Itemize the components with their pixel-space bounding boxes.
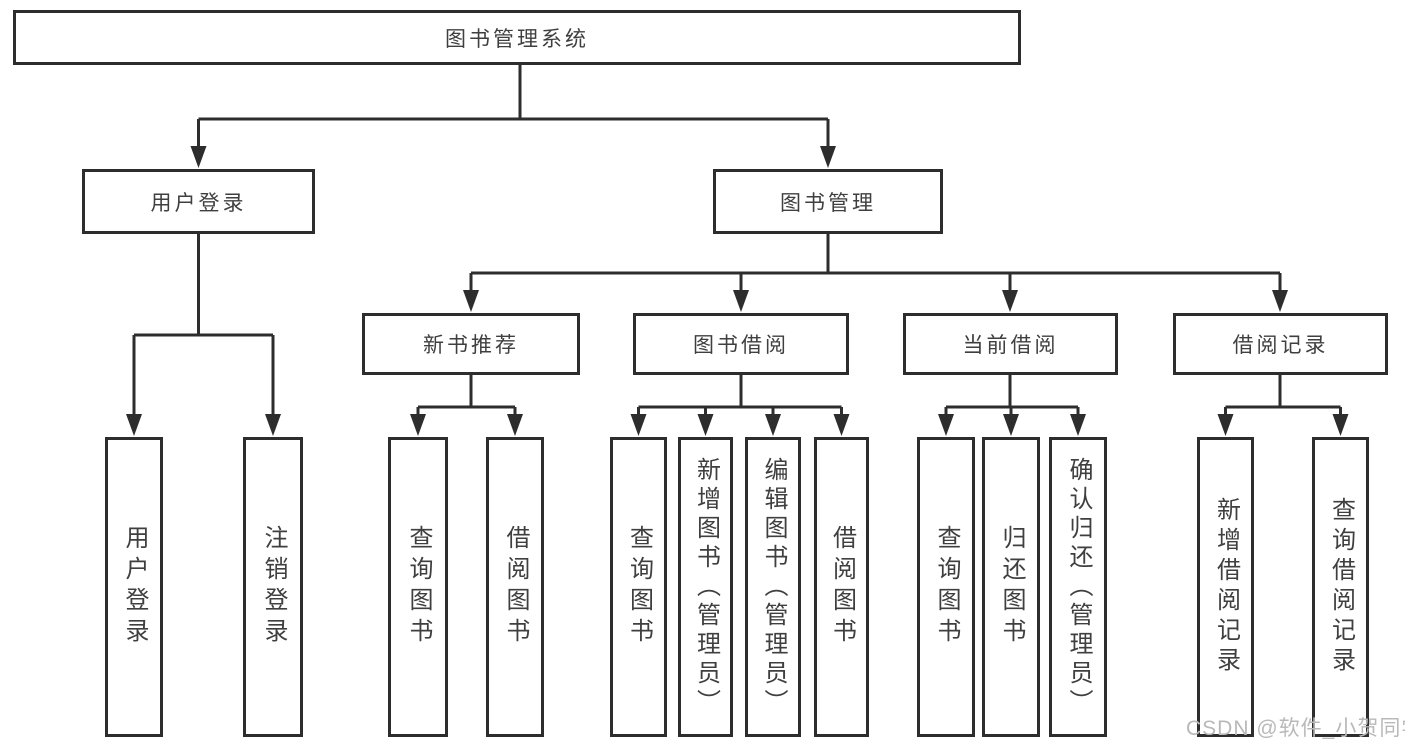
leaf-query-books-borrow: 查询图书: [610, 437, 667, 737]
node-root: 图书管理系统: [13, 10, 1021, 65]
node-book-management: 图书管理: [713, 169, 943, 234]
arrow-down-icon: [1272, 290, 1288, 312]
leaf-add-books-admin: 新增图书（管理员）: [678, 437, 733, 737]
arrow-down-icon: [765, 414, 781, 436]
node-book-borrow-label: 图书借阅: [693, 334, 789, 357]
leaf-add-borrow-record: 新增借阅记录: [1197, 437, 1254, 737]
arrow-down-icon: [630, 414, 647, 436]
leaf-query-books-recommend: 查询图书: [388, 437, 448, 737]
arrow-down-icon: [733, 290, 749, 312]
node-user-login-label: 用户登录: [150, 191, 247, 215]
arrow-down-icon: [126, 414, 142, 436]
node-current-borrow: 当前借阅: [903, 313, 1118, 375]
arrow-down-icon: [190, 146, 207, 168]
arrow-down-icon: [265, 414, 281, 436]
leaf-query-borrow-record: 查询借阅记录: [1312, 437, 1369, 737]
arrow-down-icon: [820, 146, 836, 168]
node-current-borrow-label: 当前借阅: [962, 334, 1059, 357]
node-borrow-records-label: 借阅记录: [1232, 334, 1329, 357]
leaf-return-books: 归还图书: [982, 437, 1040, 737]
leaf-query-books-current: 查询图书: [917, 437, 975, 737]
leaf-borrow-books-recommend: 借阅图书: [486, 437, 544, 737]
arrow-down-icon: [1217, 414, 1234, 436]
node-book-management-label: 图书管理: [780, 191, 876, 215]
node-user-login: 用户登录: [82, 169, 315, 234]
node-new-book-recommend-label: 新书推荐: [423, 334, 519, 357]
arrow-down-icon: [410, 414, 426, 436]
leaf-confirm-return-admin: 确认归还（管理员）: [1049, 437, 1107, 737]
node-borrow-records: 借阅记录: [1173, 313, 1388, 375]
arrowheads: [126, 146, 1349, 436]
leaf-borrow-books: 借阅图书: [814, 437, 869, 737]
arrow-down-icon: [463, 290, 479, 312]
leaf-user-login: 用户登录: [105, 437, 163, 737]
node-root-label: 图书管理系统: [445, 27, 589, 51]
node-book-borrow: 图书借阅: [633, 313, 849, 375]
arrow-down-icon: [507, 414, 523, 436]
leaf-logout: 注销登录: [243, 437, 303, 737]
arrow-down-icon: [833, 414, 850, 436]
arrow-down-icon: [1002, 290, 1018, 312]
node-new-book-recommend: 新书推荐: [362, 313, 580, 375]
watermark: CSDN @软件_小贺同学: [1186, 717, 1405, 740]
arrow-down-icon: [1003, 414, 1019, 436]
leaf-edit-books-admin: 编辑图书（管理员）: [745, 437, 801, 737]
arrow-down-icon: [938, 414, 954, 436]
arrow-down-icon: [1332, 414, 1349, 436]
arrow-down-icon: [697, 414, 714, 436]
arrow-down-icon: [1070, 414, 1086, 436]
